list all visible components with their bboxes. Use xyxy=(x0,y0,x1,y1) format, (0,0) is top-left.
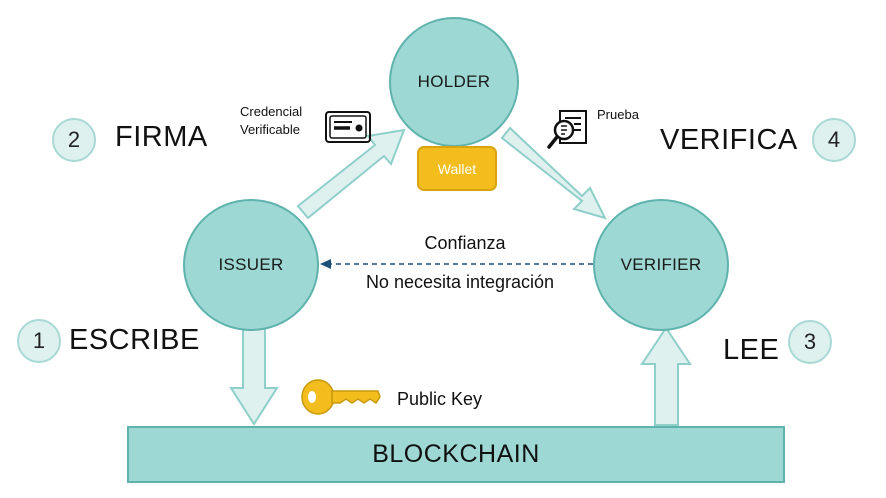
trust-label: Confianza xyxy=(424,233,506,253)
certificate-icon xyxy=(325,111,371,143)
key-icon xyxy=(301,379,381,415)
step-label-verifica: VERIFICA xyxy=(660,124,798,156)
step-badge-3: 3 xyxy=(788,320,832,364)
credential-label-line1: Credencial xyxy=(240,104,303,119)
magnifier-document-icon xyxy=(547,110,587,149)
step-label-escribe: ESCRIBE xyxy=(69,324,200,356)
arrow-issuer-to-blockchain xyxy=(229,325,279,426)
step-badge-4: 4 xyxy=(812,118,856,162)
trust-arrowhead xyxy=(320,259,331,269)
verifier-label: VERIFIER xyxy=(620,255,702,274)
wallet-box: Wallet xyxy=(417,146,497,191)
holder-label: HOLDER xyxy=(417,72,491,91)
blockchain-label: BLOCKCHAIN xyxy=(372,440,540,468)
issuer-label: ISSUER xyxy=(218,255,284,274)
step-label-lee: LEE xyxy=(723,334,780,366)
step-badge-1: 1 xyxy=(17,319,61,363)
arrow-issuer-to-holder xyxy=(296,128,406,220)
arrow-holder-to-verifier xyxy=(500,126,607,220)
wallet-label: Wallet xyxy=(437,160,477,177)
credential-label: Credencial Verificable xyxy=(240,103,302,139)
step-label-firma: FIRMA xyxy=(115,121,208,153)
proof-label: Prueba xyxy=(597,107,639,122)
public-key-label: Public Key xyxy=(397,389,483,409)
step-number-2: 2 xyxy=(67,127,81,152)
step-number-1: 1 xyxy=(32,328,46,353)
holder-node: HOLDER xyxy=(389,17,519,147)
credential-label-line2: Verificable xyxy=(240,122,300,137)
blockchain-bar: BLOCKCHAIN xyxy=(127,426,785,483)
step-badge-2: 2 xyxy=(52,118,96,162)
arrow-blockchain-to-verifier xyxy=(640,326,692,426)
no-integration-label: No necesita integración xyxy=(365,272,555,292)
verifier-node: VERIFIER xyxy=(593,199,729,331)
step-number-3: 3 xyxy=(803,329,817,354)
step-number-4: 4 xyxy=(827,127,841,152)
issuer-node: ISSUER xyxy=(183,199,319,331)
